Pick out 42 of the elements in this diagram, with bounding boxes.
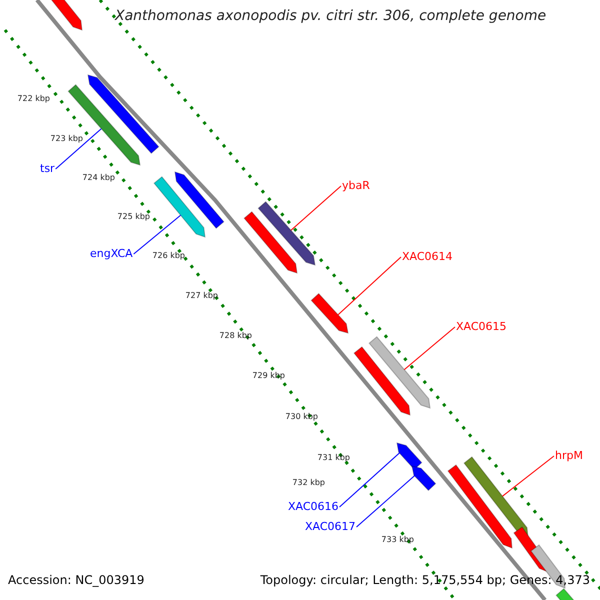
gene-label: ybaR xyxy=(342,180,370,192)
gene-feature xyxy=(68,84,141,166)
gene-feature xyxy=(174,171,224,229)
tick-label: 728 kbp xyxy=(219,332,252,341)
leader-line xyxy=(404,326,456,370)
gene-feature xyxy=(153,176,206,238)
tick-label: 723 kbp xyxy=(50,135,83,144)
leader-line xyxy=(133,214,182,254)
gene-feature xyxy=(353,346,411,416)
tick-label: 722 kbp xyxy=(17,95,50,104)
gene-feature xyxy=(244,211,298,274)
tick-label: 730 kbp xyxy=(285,413,318,422)
footer-text: Accession: NC_003919 xyxy=(8,574,144,588)
gene-feature xyxy=(411,465,436,492)
leader-line xyxy=(338,256,402,316)
gene-feature xyxy=(447,464,513,549)
gene-label: XAC0615 xyxy=(456,321,507,334)
gene-label: XAC0617 xyxy=(305,521,356,534)
tick-label: 727 kbp xyxy=(185,292,218,301)
title: Xanthomonas axonopodis pv. citri str. 306, complete genome xyxy=(115,9,546,24)
gene-label: XAC0616 xyxy=(288,501,339,514)
gene-label: engXCA xyxy=(90,248,133,260)
tick-label: 731 kbp xyxy=(317,454,350,463)
tick-label: 726 kbp xyxy=(152,252,185,261)
gene-label: XAC0614 xyxy=(402,251,453,264)
footer-text: Topology: circular; Length: 5,175,554 bp; Genes: 4,373 xyxy=(260,574,590,588)
gene-feature xyxy=(310,292,349,334)
tick-label: 733 kbp xyxy=(381,536,414,545)
leader-line xyxy=(290,186,342,231)
gene-feature xyxy=(368,336,431,409)
gene-label: tsr xyxy=(40,163,55,176)
tick-label: 724 kbp xyxy=(82,174,115,183)
tick-label: 729 kbp xyxy=(252,372,285,381)
gene-feature xyxy=(258,201,316,266)
tick-label: 732 kbp xyxy=(292,479,325,488)
leader-line xyxy=(339,452,400,508)
gene-label: hrpM xyxy=(555,450,583,462)
leader-line xyxy=(356,475,415,528)
leader-line xyxy=(55,128,102,170)
gene-feature xyxy=(87,74,160,154)
leader-line xyxy=(502,456,554,497)
gene-feature xyxy=(463,456,529,538)
